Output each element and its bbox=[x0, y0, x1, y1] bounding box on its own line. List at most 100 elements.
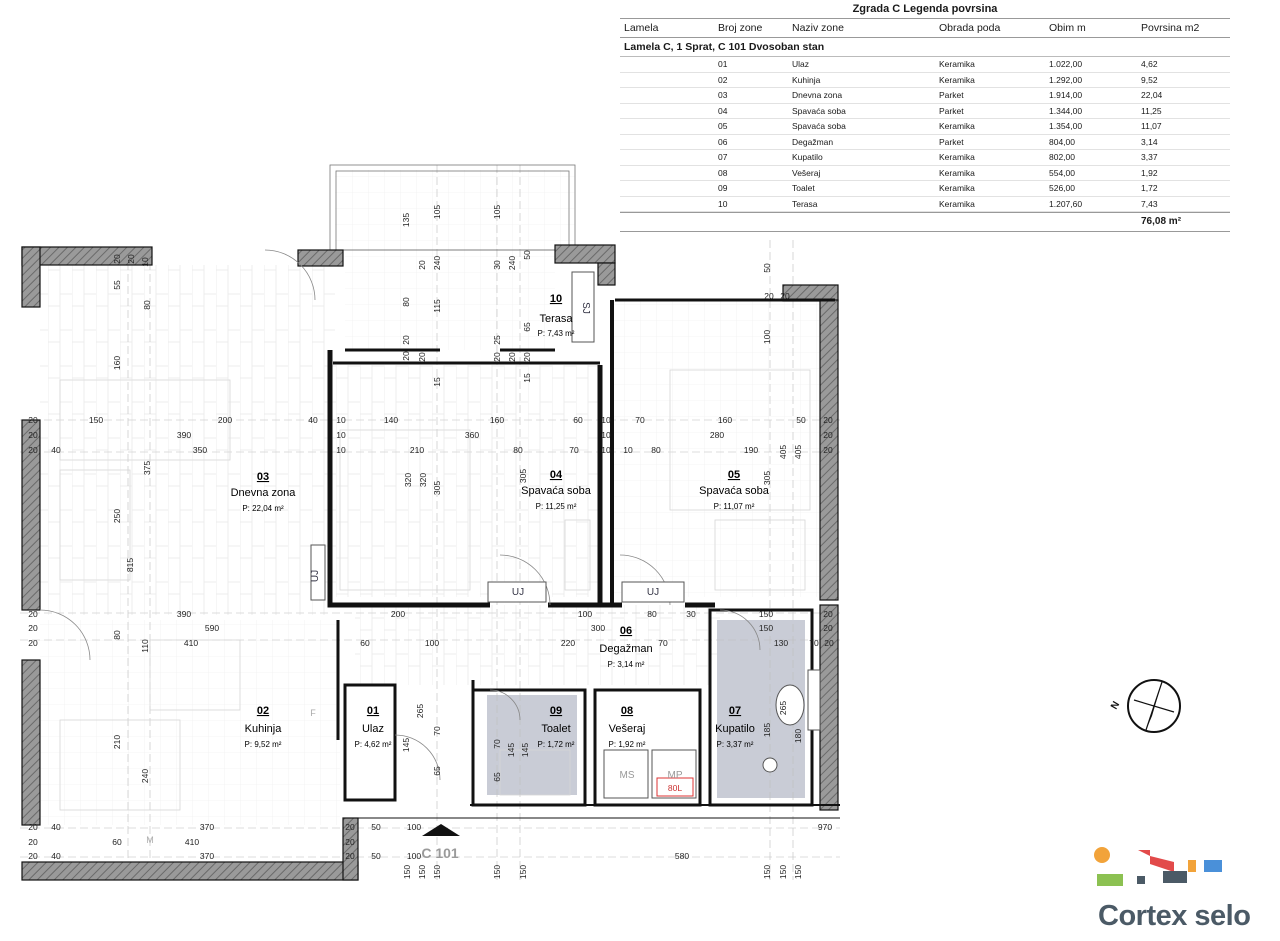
dim-label: 370 bbox=[200, 822, 214, 832]
legend-cell-name: Degažman bbox=[792, 136, 834, 147]
dim-label: 30 bbox=[492, 260, 502, 270]
legend-cell-name: Vešeraj bbox=[792, 167, 821, 178]
room-number: 02 bbox=[257, 705, 269, 717]
boiler-box bbox=[656, 777, 694, 797]
dim-label: 80 bbox=[401, 297, 411, 307]
dim-label: 40 bbox=[51, 445, 61, 455]
terrace-outline bbox=[329, 164, 576, 251]
dim-label: 20 bbox=[417, 260, 427, 270]
dim-label: 50 bbox=[522, 250, 532, 260]
dim-label: 150 bbox=[492, 865, 502, 879]
dim-label: 10 bbox=[140, 257, 150, 267]
legend-cell-area: 3,14 bbox=[1141, 136, 1158, 147]
dim-label: 80 bbox=[651, 445, 661, 455]
dim-label: 20 bbox=[28, 430, 38, 440]
dim-label: 130 bbox=[774, 638, 788, 648]
room-area: P: 1,92 m² bbox=[609, 740, 646, 749]
dim-label: 390 bbox=[177, 609, 191, 619]
dim-label: 160 bbox=[718, 415, 732, 425]
legend-header-row: Lamela Broj zone Naziv zone Obrada poda … bbox=[620, 18, 1230, 38]
legend-cell-area: 22,04 bbox=[1141, 90, 1163, 100]
legend-cell-perimeter: 554,00 bbox=[1049, 167, 1075, 178]
dim-label: 20 bbox=[28, 445, 38, 455]
dim-label: 140 bbox=[384, 415, 398, 425]
dim-label: 20 bbox=[126, 254, 136, 264]
dim-label: 375 bbox=[142, 461, 152, 475]
dim-label: 30 bbox=[686, 609, 696, 619]
room-number: 06 bbox=[620, 625, 632, 637]
dimension-labels: 150 200 40 140 160 60 70 160 50 390 360 … bbox=[51, 415, 834, 861]
legend-group-title: Lamela C, 1 Sprat, C 101 Dvosoban stan bbox=[620, 38, 1230, 57]
legend-cell-area: 4,62 bbox=[1141, 59, 1158, 69]
dim-label: 145 bbox=[520, 743, 530, 757]
dim-label: 305 bbox=[518, 469, 528, 483]
ac-label: UJ bbox=[647, 587, 659, 598]
dim-label: 160 bbox=[490, 415, 504, 425]
legend-cell-floor: Keramika bbox=[939, 74, 975, 85]
legend-cell-no: 05 bbox=[718, 121, 728, 131]
legend-cell-name: Terasa bbox=[792, 198, 818, 209]
dim-label: 305 bbox=[762, 471, 772, 485]
legend-cell-name: Toalet bbox=[792, 183, 815, 193]
dim-label: 20 bbox=[823, 430, 833, 440]
legend-cell-no: 03 bbox=[718, 90, 728, 100]
bottom-edge-dimensions: 150 150 150 150 150 150 150 150 bbox=[402, 865, 803, 879]
room-labels: 03 Dnevna zona P: 22,04 m² 04 Spavaća so… bbox=[231, 293, 770, 749]
dim-label: 150 bbox=[432, 865, 442, 879]
legend-cell-area: 11,07 bbox=[1141, 121, 1162, 131]
logo-shape bbox=[1204, 860, 1222, 872]
dim-label: 405 bbox=[778, 445, 788, 459]
dim-label: 145 bbox=[401, 738, 411, 752]
dim-label: 10 bbox=[623, 445, 633, 455]
legend-cell-area: 11,25 bbox=[1141, 105, 1162, 116]
logo-shape bbox=[1138, 850, 1174, 872]
dim-label: 390 bbox=[177, 430, 191, 440]
dim-label: 580 bbox=[675, 851, 689, 861]
dim-label: 55 bbox=[112, 280, 122, 290]
dim-label: 20 bbox=[823, 415, 833, 425]
dim-label: 20 bbox=[345, 851, 355, 861]
brand-name: Cortex selo bbox=[1098, 900, 1251, 932]
dim-label: 150 bbox=[762, 865, 772, 879]
dim-label: 240 bbox=[507, 256, 517, 270]
entrance-marker: C 101 bbox=[421, 824, 460, 861]
dim-label: 145 bbox=[506, 743, 516, 757]
dim-label: 20 bbox=[764, 291, 774, 301]
washing-machine-icon bbox=[603, 749, 649, 799]
legend-total-value: 76,08 m² bbox=[1141, 216, 1182, 227]
dim-label: 60 bbox=[112, 837, 122, 847]
dim-label: 65 bbox=[432, 766, 442, 776]
room-number: 10 bbox=[550, 293, 562, 305]
dim-label: 105 bbox=[432, 205, 442, 219]
legend-header: Obim m bbox=[1049, 22, 1086, 34]
legend-cell-perimeter: 1.344,00 bbox=[1049, 105, 1083, 116]
legend-cell-floor: Keramika bbox=[939, 121, 975, 131]
legend-title: Zgrada C Legenda povrsina bbox=[852, 3, 998, 15]
svg-text:N: N bbox=[1109, 700, 1122, 712]
dim-label: 115 bbox=[432, 299, 442, 313]
room-name: Dnevna zona bbox=[231, 487, 297, 499]
terrace-fixture-label: SJ bbox=[580, 302, 591, 314]
dim-label: 20 bbox=[28, 851, 38, 861]
dim-label: 20 bbox=[28, 837, 38, 847]
logo-shape bbox=[1137, 876, 1145, 884]
dim-label: 360 bbox=[465, 430, 479, 440]
dim-label: 305 bbox=[432, 481, 442, 495]
dim-label: 150 bbox=[778, 865, 788, 879]
dim-label: 80 bbox=[647, 609, 657, 619]
dim-label: 105 bbox=[492, 205, 502, 219]
north-compass-icon: N bbox=[1109, 679, 1181, 733]
dim-label: 10 bbox=[601, 430, 611, 440]
room-number: 04 bbox=[550, 469, 563, 481]
dim-label: 20 bbox=[824, 638, 834, 648]
dim-label: 590 bbox=[205, 623, 219, 633]
legend-cell-area: 3,37 bbox=[1141, 152, 1158, 162]
dim-label: 265 bbox=[778, 701, 788, 715]
dim-label: 15 bbox=[522, 373, 532, 383]
dim-label: 970 bbox=[818, 822, 832, 832]
dim-label: 15 bbox=[432, 377, 442, 387]
room-number: 05 bbox=[728, 469, 740, 481]
